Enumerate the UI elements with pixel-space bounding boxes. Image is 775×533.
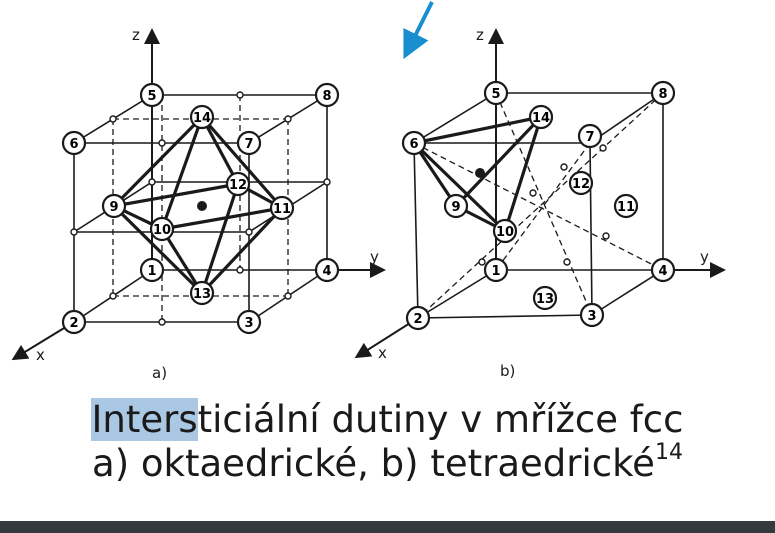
svg-text:12: 12 <box>572 177 590 192</box>
svg-text:8: 8 <box>658 87 667 102</box>
pointer-arrow <box>403 1 434 60</box>
svg-text:8: 8 <box>322 89 331 104</box>
panel-a-label: a) <box>152 364 167 382</box>
svg-text:13: 13 <box>193 287 211 302</box>
svg-text:9: 9 <box>451 200 460 215</box>
caption: Intersticiální dutiny v mřížce fcc a) ok… <box>0 398 775 486</box>
svg-text:6: 6 <box>69 137 78 152</box>
svg-text:5: 5 <box>491 87 500 102</box>
node-a-5: 5 <box>139 82 165 108</box>
node-a-7: 7 <box>236 130 262 156</box>
svg-text:2: 2 <box>69 316 78 331</box>
svg-text:12: 12 <box>229 178 247 193</box>
node-b-4: 4 <box>650 257 676 283</box>
svg-text:14: 14 <box>193 111 211 126</box>
panel-b-nodes: 5 8 6 14 7 12 11 9 10 1 4 13 2 3 <box>401 80 676 331</box>
axis-label-y-a: y <box>370 248 379 266</box>
node-b-7: 7 <box>577 123 603 149</box>
panel-a <box>11 28 386 361</box>
axis-label-x-a: x <box>36 346 45 364</box>
node-b-1: 1 <box>483 257 509 283</box>
node-b-13: 13 <box>532 285 558 311</box>
node-b-6: 6 <box>401 130 427 156</box>
svg-text:2: 2 <box>413 312 422 327</box>
svg-text:14: 14 <box>532 111 550 126</box>
node-a-4: 4 <box>314 257 340 283</box>
node-b-8: 8 <box>650 80 676 106</box>
svg-text:10: 10 <box>496 225 514 240</box>
caption-line-1: Intersticiální dutiny v mřížce fcc <box>0 398 775 442</box>
node-a-2: 2 <box>61 309 87 335</box>
svg-text:3: 3 <box>244 316 253 331</box>
caption-line-2-text: a) oktaedrické, b) tetraedrické <box>92 442 655 485</box>
node-b-12: 12 <box>568 170 594 196</box>
svg-text:4: 4 <box>322 264 331 279</box>
axis-label-y-b: y <box>700 248 709 266</box>
node-b-2: 2 <box>405 305 431 331</box>
svg-text:4: 4 <box>658 264 667 279</box>
axis-label-x-b: x <box>378 344 387 362</box>
node-a-10: 10 <box>149 216 175 242</box>
node-b-11: 11 <box>613 193 639 219</box>
panel-a-nodes: 5 8 6 7 14 9 12 11 10 1 4 13 2 3 <box>61 82 340 335</box>
node-b-3: 3 <box>579 302 605 328</box>
node-a-8: 8 <box>314 82 340 108</box>
lattice-figure: 5 8 6 7 14 9 12 11 10 1 4 13 2 3 z x y a… <box>11 1 726 382</box>
tetrahedral-center-dot <box>475 168 485 178</box>
svg-text:13: 13 <box>536 292 554 307</box>
svg-text:10: 10 <box>153 223 171 238</box>
caption-reference-superscript: 14 <box>654 440 683 465</box>
caption-line-1-rest: ticiální dutiny v mřížce fcc <box>197 398 684 441</box>
node-a-11: 11 <box>269 195 295 221</box>
caption-line-2: a) oktaedrické, b) tetraedrické14 <box>0 442 775 486</box>
node-a-9: 9 <box>101 193 127 219</box>
svg-text:1: 1 <box>147 264 156 279</box>
panel-b-label: b) <box>500 362 515 380</box>
node-a-14: 14 <box>189 104 215 130</box>
bottom-bar <box>0 521 775 533</box>
node-a-12: 12 <box>225 171 251 197</box>
node-b-9: 9 <box>443 193 469 219</box>
axis-label-z-a: z <box>132 26 140 44</box>
svg-text:6: 6 <box>409 137 418 152</box>
octahedral-center-dot <box>197 201 207 211</box>
svg-text:11: 11 <box>273 202 291 217</box>
node-b-14: 14 <box>528 104 554 130</box>
node-b-10: 10 <box>492 218 518 244</box>
svg-text:5: 5 <box>147 89 156 104</box>
node-b-5: 5 <box>483 80 509 106</box>
node-a-13: 13 <box>189 280 215 306</box>
node-a-6: 6 <box>61 130 87 156</box>
panel-b <box>354 28 726 359</box>
svg-text:1: 1 <box>491 264 500 279</box>
caption-highlighted-text: Inters <box>91 398 198 441</box>
svg-text:9: 9 <box>109 200 118 215</box>
svg-text:3: 3 <box>587 309 596 324</box>
node-a-1: 1 <box>139 257 165 283</box>
svg-text:11: 11 <box>617 200 635 215</box>
svg-text:7: 7 <box>585 130 594 145</box>
axis-label-z-b: z <box>476 26 484 44</box>
svg-text:7: 7 <box>244 137 253 152</box>
node-a-3: 3 <box>236 309 262 335</box>
